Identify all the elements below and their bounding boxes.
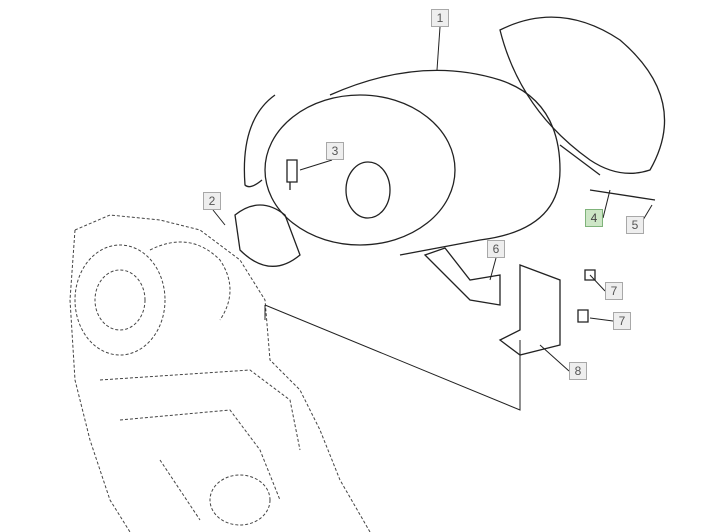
- callout-1[interactable]: 1: [431, 9, 449, 27]
- clamp-band: [499, 16, 666, 201]
- callout-7b[interactable]: 7: [613, 312, 631, 330]
- callout-2[interactable]: 2: [203, 192, 221, 210]
- callout-5[interactable]: 5: [626, 216, 644, 234]
- callout-4[interactable]: 4: [585, 209, 603, 227]
- callout-6[interactable]: 6: [487, 240, 505, 258]
- bracket: [423, 247, 596, 356]
- engine-outline: [69, 214, 371, 532]
- muffler: [243, 69, 561, 256]
- pipe-clamp: [234, 204, 301, 268]
- bolt: [286, 159, 298, 190]
- callout-3[interactable]: 3: [326, 142, 344, 160]
- callout-8[interactable]: 8: [569, 362, 587, 380]
- leader-lines: [212, 26, 653, 372]
- callout-7a[interactable]: 7: [605, 282, 623, 300]
- reference-frame: [264, 304, 521, 411]
